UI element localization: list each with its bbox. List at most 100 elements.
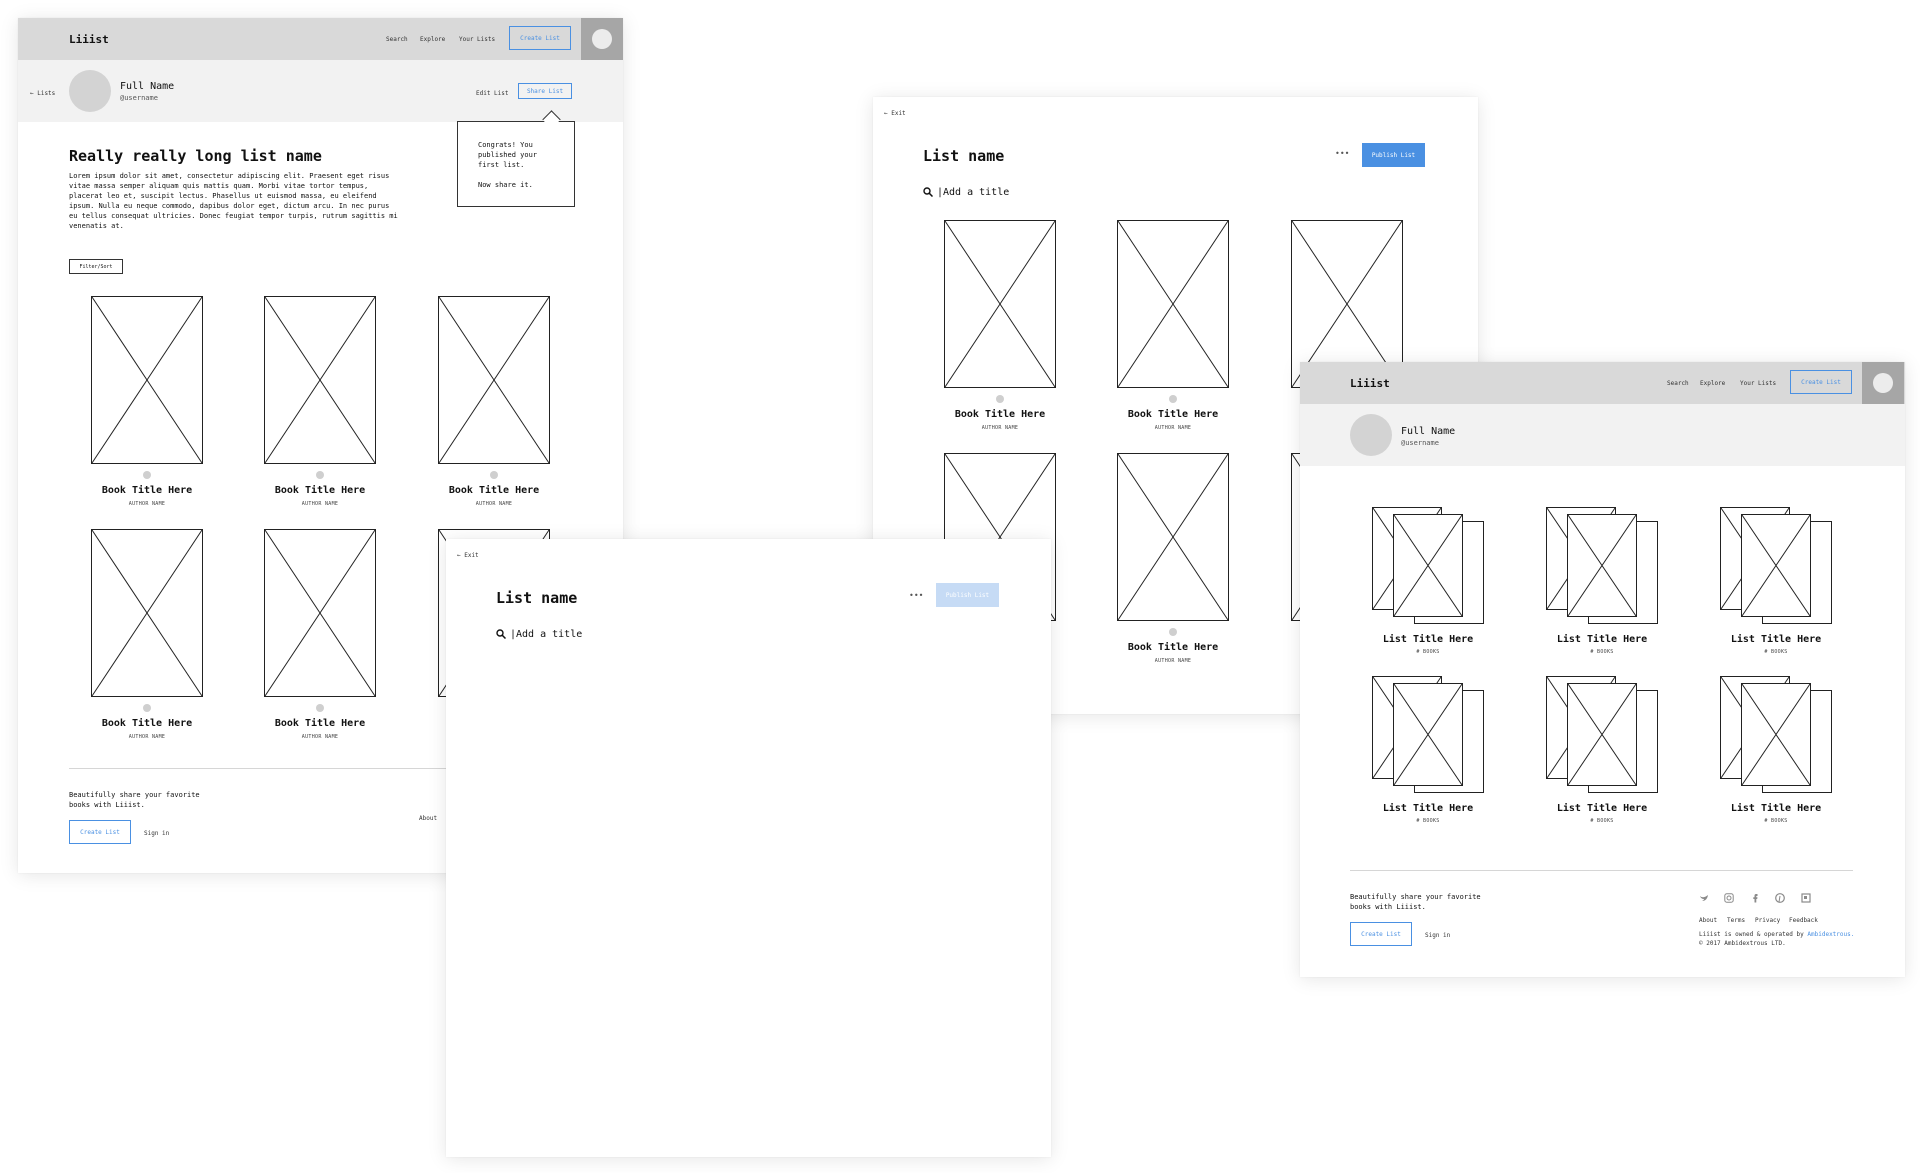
brand-logo[interactable]: Liiist: [69, 33, 109, 46]
book-author: AUTHOR NAME: [1154, 658, 1192, 664]
footer-create-list-button[interactable]: Create List: [1350, 922, 1412, 946]
username: @username: [1401, 439, 1439, 447]
book-title[interactable]: Book Title Here: [101, 485, 193, 496]
add-title-search[interactable]: |Add a title: [923, 187, 1009, 198]
list-book-count: # BOOKS: [1764, 649, 1788, 655]
book-cover[interactable]: [91, 529, 203, 697]
add-title-search[interactable]: |Add a title: [496, 629, 582, 640]
book-title[interactable]: Book Title Here: [954, 409, 1046, 420]
add-title-input[interactable]: |Add a title: [937, 187, 1010, 198]
nav-your-lists[interactable]: Your Lists: [459, 36, 496, 43]
footer-about-link[interactable]: About: [419, 815, 438, 822]
footer-about-link[interactable]: About: [1699, 917, 1718, 924]
publish-tooltip: Congrats! You published your first list.…: [457, 121, 575, 207]
account-avatar[interactable]: [1862, 362, 1904, 404]
book-author: AUTHOR NAME: [128, 501, 166, 507]
exit-link[interactable]: ← Exit: [884, 110, 906, 117]
account-avatar[interactable]: [581, 18, 623, 60]
footer-terms-link[interactable]: Terms: [1727, 917, 1746, 924]
rank-badge: [996, 395, 1004, 403]
footer-feedback-link[interactable]: Feedback: [1789, 917, 1818, 924]
list-title[interactable]: List Title Here: [1556, 634, 1648, 645]
list-book-count: # BOOKS: [1590, 818, 1614, 824]
book-cover[interactable]: [438, 296, 550, 464]
facebook-icon[interactable]: [1750, 893, 1760, 903]
book-title[interactable]: Book Title Here: [101, 718, 193, 729]
footer-divider: [1350, 870, 1853, 871]
footer-create-list-button[interactable]: Create List: [69, 820, 131, 844]
full-name: Full Name: [120, 81, 175, 92]
footer-sign-in-link[interactable]: Sign in: [1425, 932, 1451, 939]
nav-search[interactable]: Search: [386, 36, 408, 43]
footer-copyright: © 2017 Ambidextrous LTD.: [1699, 940, 1786, 947]
list-name-title[interactable]: List name: [496, 589, 578, 607]
book-title[interactable]: Book Title Here: [274, 485, 366, 496]
publish-list-button[interactable]: Publish List: [1362, 143, 1425, 167]
avatar: [69, 70, 111, 112]
book-title[interactable]: Book Title Here: [1127, 409, 1219, 420]
publish-list-button-disabled[interactable]: Publish List: [936, 583, 999, 607]
list-stack[interactable]: [1720, 507, 1832, 625]
list-title[interactable]: List Title Here: [1730, 803, 1822, 814]
list-stack[interactable]: [1720, 676, 1832, 794]
list-title: Really really long list name: [69, 147, 322, 165]
back-to-lists-link[interactable]: ← Lists: [30, 90, 56, 97]
book-cover[interactable]: [264, 529, 376, 697]
nav-search[interactable]: Search: [1667, 380, 1689, 387]
owner-link[interactable]: Ambidextrous.: [1807, 931, 1855, 938]
full-name: Full Name: [1401, 426, 1456, 437]
book-title[interactable]: Book Title Here: [274, 718, 366, 729]
book-author: AUTHOR NAME: [981, 425, 1019, 431]
list-book-count: # BOOKS: [1590, 649, 1614, 655]
book-author: AUTHOR NAME: [128, 734, 166, 740]
profile-frame: Liiist Search Explore Your Lists Create …: [1300, 362, 1905, 977]
twitter-icon[interactable]: [1699, 893, 1709, 903]
more-options-icon[interactable]: •••: [1335, 149, 1350, 158]
footer-sign-in-link[interactable]: Sign in: [144, 830, 170, 837]
rank-badge: [143, 704, 151, 712]
footer-tagline: Beautifully share your favorite books wi…: [1350, 893, 1481, 911]
book-title[interactable]: Book Title Here: [448, 485, 540, 496]
book-author: AUTHOR NAME: [475, 501, 513, 507]
exit-link[interactable]: ← Exit: [457, 552, 479, 559]
rank-badge: [490, 471, 498, 479]
list-stack[interactable]: [1546, 507, 1658, 625]
list-title[interactable]: List Title Here: [1382, 803, 1474, 814]
list-stack[interactable]: [1546, 676, 1658, 794]
nav-explore[interactable]: Explore: [1700, 380, 1726, 387]
book-cover[interactable]: [264, 296, 376, 464]
footer-privacy-link[interactable]: Privacy: [1755, 917, 1781, 924]
book-cover[interactable]: [1117, 220, 1229, 388]
instagram-icon[interactable]: [1724, 893, 1735, 903]
brand-logo[interactable]: Liiist: [1350, 377, 1390, 390]
create-list-button[interactable]: Create List: [1790, 370, 1852, 394]
filter-sort-button[interactable]: Filter/Sort: [69, 259, 123, 274]
book-cover[interactable]: [1291, 220, 1403, 388]
footer-tagline: Beautifully share your favorite books wi…: [69, 791, 200, 809]
book-cover[interactable]: [944, 220, 1056, 388]
book-cover[interactable]: [91, 296, 203, 464]
create-list-button[interactable]: Create List: [509, 26, 571, 50]
list-stack[interactable]: [1372, 676, 1484, 794]
pinterest-icon[interactable]: [1775, 893, 1786, 903]
list-title[interactable]: List Title Here: [1382, 634, 1474, 645]
share-list-button[interactable]: Share List: [518, 83, 572, 99]
list-title[interactable]: List Title Here: [1730, 634, 1822, 645]
nav-explore[interactable]: Explore: [420, 36, 446, 43]
book-cover[interactable]: [1117, 453, 1229, 621]
edit-list-link[interactable]: Edit List: [476, 90, 509, 97]
rank-badge: [316, 704, 324, 712]
list-title[interactable]: List Title Here: [1556, 803, 1648, 814]
rank-badge: [1169, 395, 1177, 403]
nav-your-lists[interactable]: Your Lists: [1740, 380, 1777, 387]
list-stack[interactable]: [1372, 507, 1484, 625]
list-description: Lorem ipsum dolor sit amet, consectetur …: [69, 172, 398, 230]
list-name-title[interactable]: List name: [923, 147, 1005, 165]
add-title-input[interactable]: |Add a title: [510, 629, 583, 640]
app-header: Liiist Search Explore Your Lists Create …: [1300, 362, 1905, 404]
search-icon: [923, 187, 934, 198]
flipboard-icon[interactable]: [1801, 893, 1811, 903]
more-options-icon[interactable]: •••: [909, 591, 924, 600]
profile-band: Full Name @username: [1300, 404, 1905, 466]
book-title[interactable]: Book Title Here: [1127, 642, 1219, 653]
